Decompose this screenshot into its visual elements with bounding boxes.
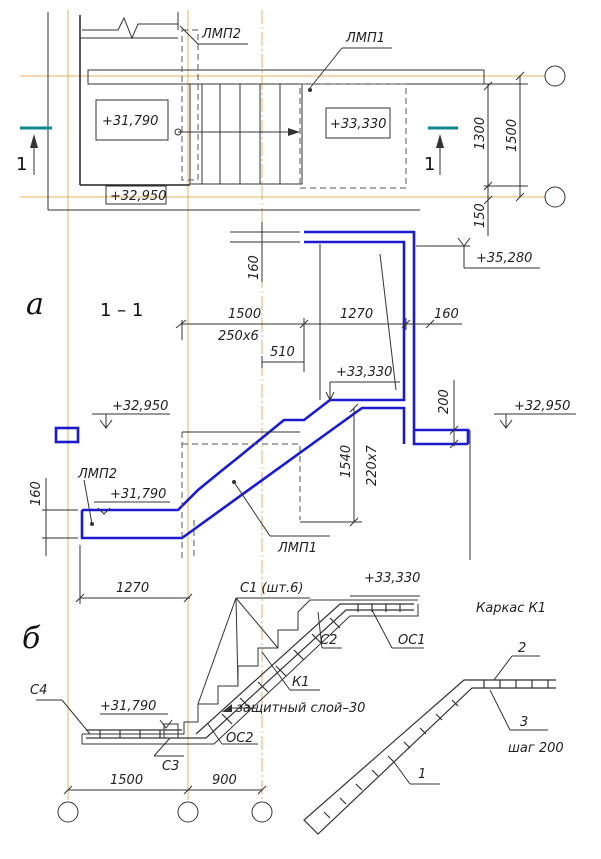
section-label-lmp2: ЛМП2 — [77, 467, 117, 482]
section-elev-31790: +31,790 — [110, 487, 166, 502]
section-dim-200: 200 — [437, 389, 452, 414]
section-dim-510: 510 — [270, 345, 295, 360]
plan-view: ЛМП2 ЛМП1 +31,790 +33,330 +32,950 1 1 13… — [16, 12, 566, 269]
plan-elev-right: +33,330 — [330, 117, 386, 132]
plan-label-lmp2: ЛМП2 — [201, 27, 241, 42]
frame-ticks — [323, 680, 549, 819]
section-dim-160-left: 160 — [29, 481, 44, 506]
rebar-label-k1: К1 — [292, 675, 310, 690]
plan-dim-1300: 1300 — [473, 117, 488, 150]
plan-section-mark-left: 1 — [16, 154, 27, 175]
rebar-dim-1500: 1500 — [110, 773, 143, 788]
rebar-label-oc2: ОС2 — [226, 731, 254, 746]
section-view: а 1 – 1 160 1500 250х6 1270 160 — [26, 222, 576, 604]
plan-label-lmp1: ЛМП1 — [345, 31, 385, 46]
section-elev-32950-right: +32,950 — [514, 399, 570, 414]
section-title: 1 – 1 — [100, 300, 143, 321]
plan-elev-bottom: +32,950 — [110, 189, 166, 204]
rebar-label-c4: С4 — [30, 683, 47, 698]
frame-title: Каркас К1 — [476, 601, 546, 616]
section-dim-220x7: 220х7 — [365, 444, 380, 486]
plan-elev-35280: +35,280 — [476, 251, 532, 266]
section-dim-1540: 1540 — [339, 445, 354, 478]
rebar-view: б С1 (шт.6) — [22, 571, 426, 823]
section-dim-160-top: 160 — [247, 255, 262, 280]
section-dim-160-right: 160 — [434, 307, 459, 322]
section-label-lmp1: ЛМП1 — [277, 541, 317, 556]
plan-dim-1500: 1500 — [505, 119, 520, 152]
plan-elev-left: +31,790 — [102, 114, 158, 129]
rebar-label-oc1: ОС1 — [398, 633, 426, 648]
rebar-label-c1: С1 (шт.6) — [240, 581, 304, 596]
rebar-elev-31790: +31,790 — [100, 699, 156, 714]
section-elev-33330: +33,330 — [336, 365, 392, 380]
section-dim-1270-top: 1270 — [340, 307, 373, 322]
rebar-label-c2: С2 — [320, 633, 337, 648]
section-dim-1270-bottom: 1270 — [116, 581, 149, 596]
rebar-ticks — [99, 604, 401, 738]
rebar-label-cover: защитный слой–30 — [236, 701, 365, 716]
rebar-figure-letter: б — [22, 621, 41, 656]
rebar-label-c3: С3 — [162, 759, 179, 774]
frame-label-1: 1 — [418, 767, 426, 782]
section-dim-1500: 1500 — [228, 307, 261, 322]
frame-label-3: 3 — [520, 715, 528, 730]
section-elev-32950-left: +32,950 — [112, 399, 168, 414]
rebar-dim-900: 900 — [212, 773, 237, 788]
axis-lines — [67, 10, 263, 800]
plan-dim-150: 150 — [473, 203, 488, 228]
frame-k1: Каркас К1 2 3 шаг 200 1 — [303, 601, 564, 835]
frame-label-2: 2 — [518, 641, 526, 656]
frame-label-step: шаг 200 — [508, 741, 564, 756]
section-figure-letter: а — [26, 287, 44, 322]
section-dim-250x6: 250х6 — [218, 329, 259, 344]
plan-section-mark-right: 1 — [424, 154, 435, 175]
rebar-elev-33330: +33,330 — [364, 571, 420, 586]
